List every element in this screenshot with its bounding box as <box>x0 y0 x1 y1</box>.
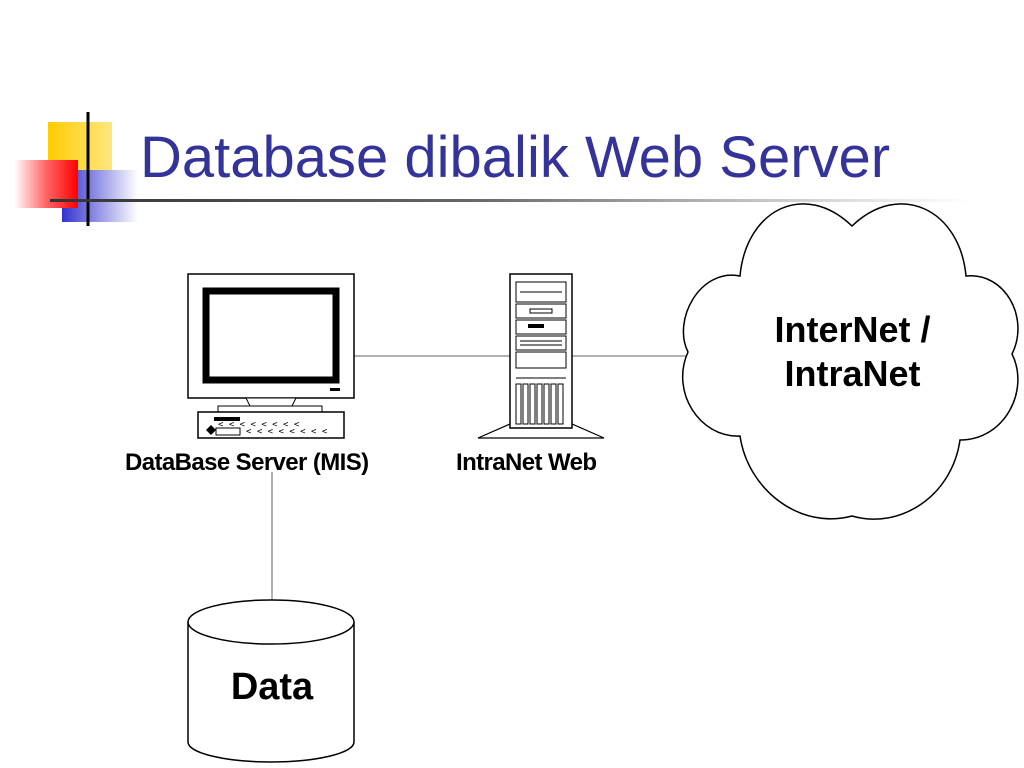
cloud-icon <box>682 203 1019 520</box>
internet-cloud-label: InterNet / IntraNet <box>774 309 931 394</box>
tower-server-icon <box>477 273 605 439</box>
database-server-label: DataBase Server (MIS) <box>125 449 369 476</box>
database-cylinder-icon <box>187 599 355 763</box>
title-underline <box>50 199 970 202</box>
svg-text:< < < < < < < <: < < < < < < < < <box>218 420 300 430</box>
data-store-label: Data <box>230 666 314 708</box>
svg-text:< < < < < < < <: < < < < < < < < <box>246 427 328 437</box>
desktop-computer-icon: < < < < < < < < < < < < < < < < <box>187 273 355 439</box>
slide-title: Database dibalik Web Server <box>140 125 891 190</box>
intranet-web-label: IntraNet Web <box>456 449 597 476</box>
